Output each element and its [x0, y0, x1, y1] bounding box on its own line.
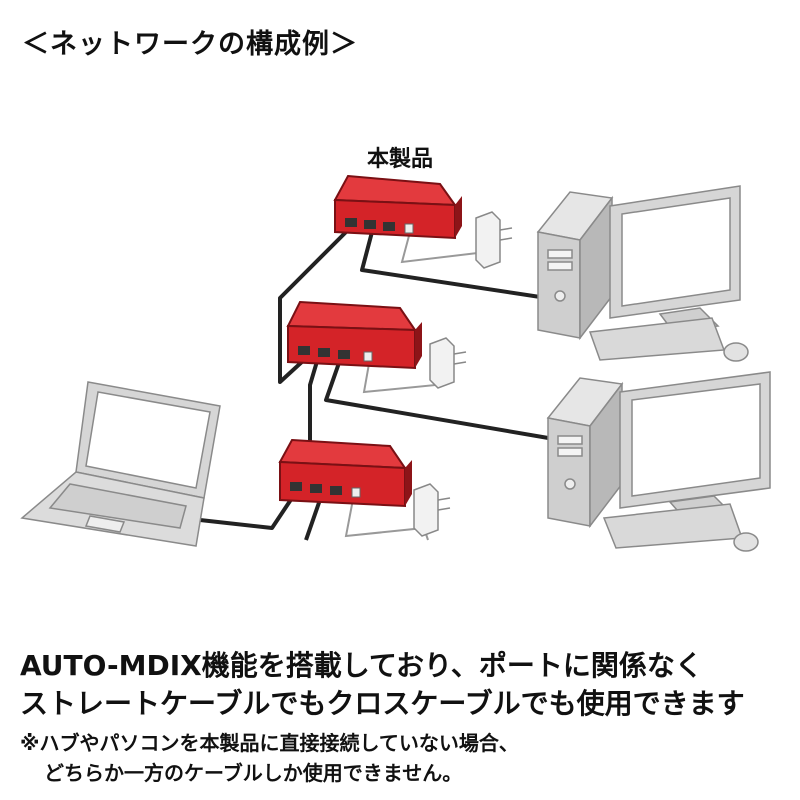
- laptop-pc: [20, 381, 221, 547]
- ac-adapter-3: [413, 483, 451, 537]
- ac-adapter-2: [429, 337, 467, 389]
- hub-3: [278, 438, 412, 508]
- cable-hub1-pc1: [360, 231, 561, 302]
- desktop-pc-2: [546, 371, 771, 552]
- desktop-pc-1: [536, 185, 749, 362]
- page-title: ＜ネットワークの構成例＞: [22, 29, 358, 60]
- caption-note-1: ※ハブやパソコンを本製品に直接接続していない場合、: [20, 731, 519, 755]
- ac-adapter-1: [475, 211, 513, 269]
- hub-2: [286, 300, 422, 370]
- caption-note-2: どちらか一方のケーブルしか使用できません。: [44, 761, 463, 785]
- cable-hub3-laptop: [199, 490, 298, 530]
- hub-1: [333, 174, 462, 240]
- cable-hub2-pc2: [324, 359, 561, 442]
- product-label: 本製品: [367, 147, 434, 172]
- cable-hub1-hub2: [278, 224, 354, 384]
- caption-line-1: AUTO-MDIX機能を搭載しており、ポートに関係なく: [20, 649, 703, 682]
- caption-line-2: ストレートケーブルでもクロスケーブルでも使用できます: [20, 687, 745, 720]
